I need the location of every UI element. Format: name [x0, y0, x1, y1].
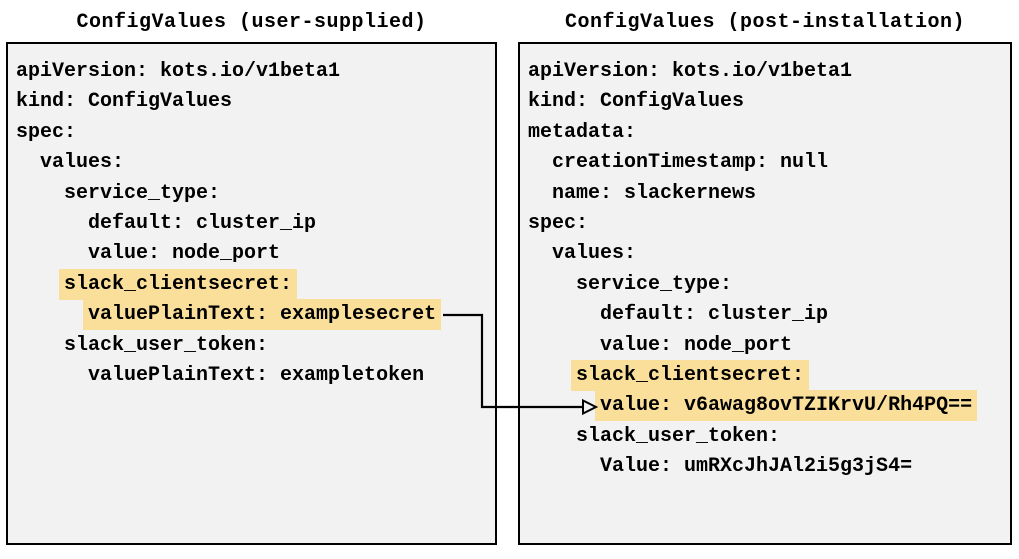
config-text: slack_clientsecret:	[576, 359, 805, 391]
config-text: spec:	[528, 211, 589, 235]
config-line: apiVersion: kots.io/v1beta1	[528, 57, 1010, 87]
config-line: default: cluster_ip	[16, 209, 495, 239]
indent	[16, 182, 64, 205]
config-text: value: node_port	[600, 333, 793, 357]
config-text: values:	[552, 242, 637, 266]
indent	[16, 364, 88, 387]
config-text: kind: ConfigValues	[16, 90, 233, 114]
indent	[528, 394, 600, 417]
user-supplied-config-panel: apiVersion: kots.io/v1beta1 kind: Config…	[6, 42, 497, 545]
config-text: valuePlainText: exampletoken	[88, 363, 425, 387]
config-text: service_type:	[576, 272, 733, 296]
config-line: name: slackernews	[528, 179, 1010, 209]
config-line: values:	[16, 148, 495, 178]
config-text: default: cluster_ip	[600, 303, 829, 327]
config-line: default: cluster_ip	[528, 300, 1010, 330]
config-line: metadata:	[528, 118, 1010, 148]
indent	[528, 425, 576, 448]
indent	[528, 273, 576, 296]
config-line: kind: ConfigValues	[528, 87, 1010, 117]
indent	[16, 303, 88, 326]
config-line: value: node_port	[528, 331, 1010, 361]
indent	[16, 334, 64, 357]
config-line: slack_user_token:	[528, 422, 1010, 452]
indent	[16, 151, 40, 174]
indent	[16, 273, 64, 296]
indent	[528, 303, 600, 326]
indent	[528, 182, 552, 205]
indent	[16, 212, 88, 235]
config-text: values:	[40, 151, 125, 175]
indent	[528, 455, 600, 478]
config-text: apiVersion: kots.io/v1beta1	[16, 60, 341, 83]
config-line: slack_clientsecret:	[528, 359, 1010, 391]
config-line: spec:	[16, 118, 495, 148]
config-line: apiVersion: kots.io/v1beta1	[16, 57, 495, 87]
config-line: valuePlainText: exampletoken	[16, 361, 495, 391]
right-panel-title: ConfigValues (post-installation)	[564, 11, 966, 34]
config-text: spec:	[16, 120, 77, 144]
config-text: valuePlainText: examplesecret	[88, 299, 437, 331]
config-text: slack_user_token:	[576, 424, 781, 448]
config-text: service_type:	[64, 181, 221, 205]
post-installation-config-panel: apiVersion: kots.io/v1beta1 kind: Config…	[518, 42, 1012, 545]
config-line: creationTimestamp: null	[528, 148, 1010, 178]
config-text: kind: ConfigValues	[528, 90, 745, 114]
config-text: value: node_port	[88, 242, 281, 266]
config-text: default: cluster_ip	[88, 211, 317, 235]
config-line: kind: ConfigValues	[16, 87, 495, 117]
indent	[528, 151, 552, 174]
config-text: name: slackernews	[552, 181, 757, 205]
config-line: service_type:	[528, 270, 1010, 300]
config-line: slack_user_token:	[16, 331, 495, 361]
left-panel-title: ConfigValues (user-supplied)	[76, 11, 427, 34]
config-line: Value: umRXcJhJAl2i5g3jS4=	[528, 452, 1010, 482]
config-line: valuePlainText: examplesecret	[16, 299, 495, 331]
indent	[528, 334, 600, 357]
config-text: value: v6awag8ovTZIKrvU/Rh4PQ==	[600, 390, 973, 422]
config-line: service_type:	[16, 179, 495, 209]
config-line: value: node_port	[16, 239, 495, 269]
config-text: metadata:	[528, 120, 637, 144]
config-line: value: v6awag8ovTZIKrvU/Rh4PQ==	[528, 390, 1010, 422]
config-text: creationTimestamp: null	[552, 151, 829, 175]
indent	[528, 364, 576, 387]
config-line: spec:	[528, 209, 1010, 239]
indent	[16, 242, 88, 265]
config-line: slack_clientsecret:	[16, 268, 495, 300]
indent	[528, 242, 552, 265]
config-text: slack_user_token:	[64, 333, 269, 357]
config-text: Value: umRXcJhJAl2i5g3jS4=	[600, 455, 913, 479]
config-text: slack_clientsecret:	[64, 268, 293, 300]
config-text: apiVersion: kots.io/v1beta1	[528, 60, 853, 83]
config-line: values:	[528, 239, 1010, 269]
